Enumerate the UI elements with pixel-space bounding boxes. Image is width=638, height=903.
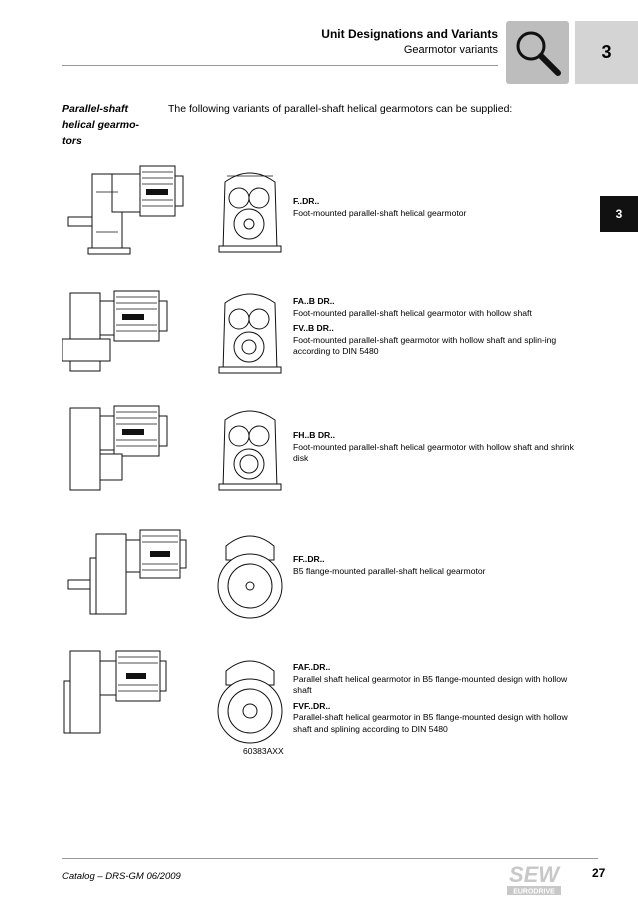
header-rule	[62, 65, 498, 66]
sew-eurodrive-logo: SEW EURODRIVE	[507, 862, 561, 896]
chapter-number: 3	[575, 21, 638, 84]
gearmotor-front-view-1	[218, 172, 282, 253]
header-title: Unit Designations and Variants	[321, 27, 498, 41]
header-subtitle: Gearmotor variants	[403, 44, 498, 56]
variant-text: Parallel shaft helical gearmotor in B5 f…	[293, 673, 568, 696]
footer-rule	[62, 858, 598, 859]
section-label: Parallel-shaft helical gearmo-tors	[62, 103, 140, 147]
variant-code: FVF..DR..	[293, 700, 331, 711]
variant-text: Foot-mounted parallel-shaft helical gear…	[293, 307, 532, 318]
intro-text: The following variants of parallel-shaft…	[168, 103, 513, 115]
gearmotor-side-view-5	[63, 650, 167, 734]
magnifier-icon	[506, 21, 569, 84]
variant-text: Foot-mounted parallel-shaft helical gear…	[293, 207, 467, 218]
variant-text: Foot-mounted parallel-shaft gearmotor wi…	[293, 334, 557, 357]
svg-text:EURODRIVE: EURODRIVE	[513, 889, 555, 896]
gearmotor-side-view-4	[67, 529, 187, 615]
variant-code: FF..DR..	[293, 554, 325, 564]
variant-code: FAF..DR..	[293, 662, 331, 672]
gearmotor-front-view-5	[217, 660, 283, 744]
gearmotor-side-view-3	[69, 405, 168, 491]
variant-code: FA..B DR..	[293, 296, 335, 306]
variant-code: F..DR..	[293, 196, 320, 206]
gearmotor-side-view-2	[62, 290, 168, 372]
variant-description-3: FH..B DR.. Foot-mounted parallel-shaft h…	[293, 430, 585, 469]
variant-text: B5 flange-mounted parallel-shaft helical…	[293, 565, 486, 576]
variant-code: FH..B DR..	[293, 430, 336, 440]
gearmotor-front-view-2	[218, 293, 282, 374]
variant-code: FV..B DR..	[293, 323, 334, 333]
gearmotor-front-view-4	[217, 535, 283, 619]
variant-text: Parallel-shaft helical gearmotor in B5 f…	[293, 712, 568, 734]
gearmotor-side-view-1	[67, 165, 184, 255]
gearmotor-front-view-3	[218, 410, 282, 491]
catalog-reference: Catalog – DRS-GM 06/2009	[62, 871, 181, 882]
figure-reference: 60383AXX	[243, 746, 284, 756]
variant-description-5: FAF..DR.. Parallel shaft helical gearmot…	[293, 662, 585, 739]
variant-description-2: FA..B DR.. Foot-mounted parallel-shaft h…	[293, 296, 585, 362]
page-number: 27	[592, 866, 606, 880]
variant-description-4: FF..DR.. B5 flange-mounted parallel-shaf…	[293, 554, 585, 581]
variant-description-1: F..DR.. Foot-mounted parallel-shaft heli…	[293, 196, 585, 223]
svg-text:SEW: SEW	[509, 862, 561, 887]
variant-text: Foot-mounted parallel-shaft helical gear…	[293, 441, 574, 464]
chapter-tab[interactable]: 3	[600, 196, 638, 232]
